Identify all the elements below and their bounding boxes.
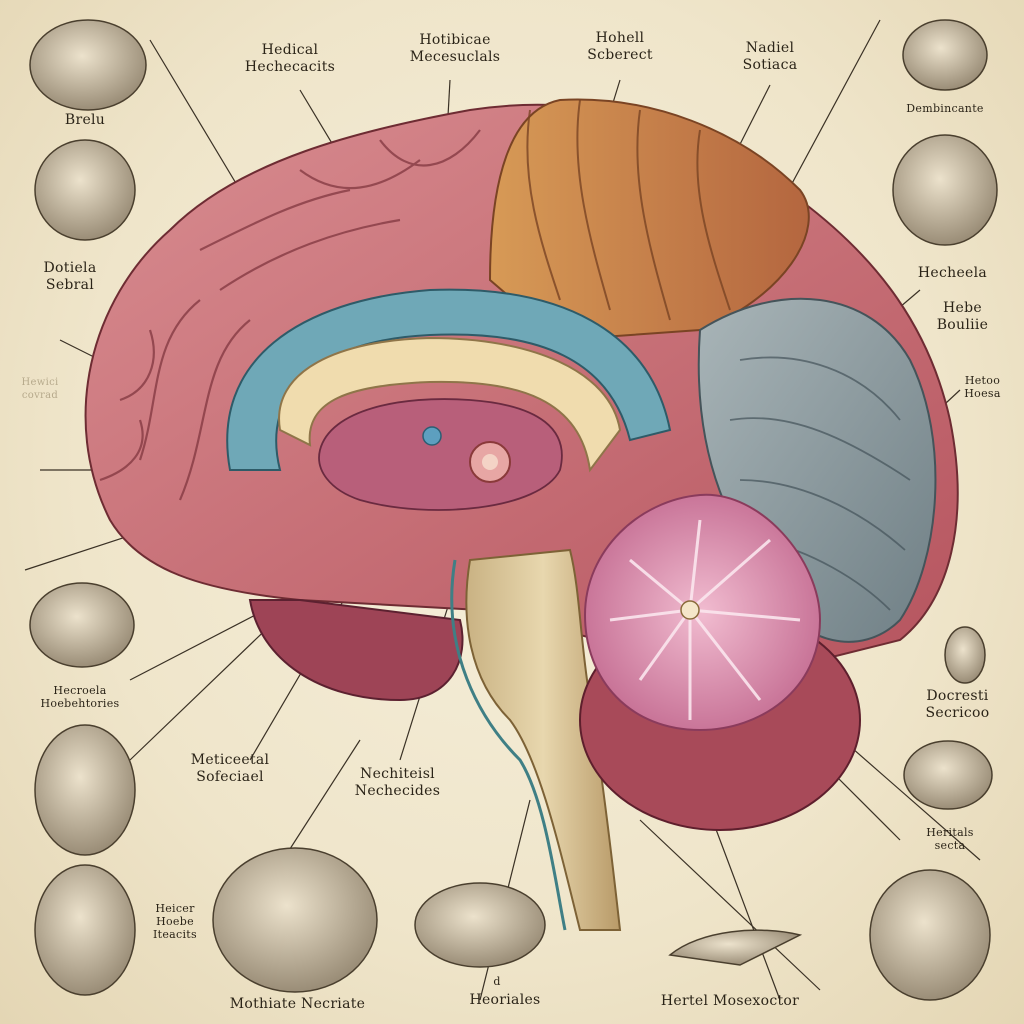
ref-brain-top-left <box>29 19 147 111</box>
parietal-folds <box>526 99 731 321</box>
ref-brain-right-2 <box>892 134 998 246</box>
brainstem <box>465 548 622 931</box>
cortex-folds <box>99 129 481 501</box>
pineal-core <box>482 454 498 470</box>
cerebellum-center <box>680 600 700 620</box>
label-bottom-1: Mothiate Necriate <box>229 996 366 1012</box>
arbor-vitae <box>609 519 801 720</box>
ref-brain-bottom <box>212 847 378 993</box>
parietal-region <box>488 98 810 342</box>
ref-brain-left-2 <box>34 139 136 241</box>
ref-brain-right-4 <box>903 740 993 810</box>
ref-brain-left-4 <box>34 724 136 856</box>
label-right-2: Hecheela <box>917 265 988 281</box>
label-bottom-2: Heoriales <box>469 992 541 1008</box>
label-left-1: Brelu <box>64 112 106 128</box>
brainstem-sheath <box>450 559 567 931</box>
ref-brain-bottom-center <box>414 882 546 968</box>
label-bottom-3: Hertel Mosexoctor <box>660 993 800 1009</box>
label-bottom-small: d <box>493 975 501 988</box>
ref-brain-left-3 <box>29 582 135 668</box>
temporal-lobe <box>248 599 464 702</box>
label-right-1: Dembincante <box>906 102 984 115</box>
reference-drawings <box>29 19 998 1001</box>
ref-brain-right-3 <box>944 626 986 684</box>
ref-brain-left-5 <box>34 864 136 996</box>
mammillary-body <box>422 426 442 446</box>
thalamus <box>318 398 563 511</box>
ref-brain-right-5 <box>869 869 991 1001</box>
ref-brainstem-bottom <box>668 929 803 966</box>
ref-brain-top-right <box>902 19 988 91</box>
corpus-callosum <box>278 336 622 473</box>
